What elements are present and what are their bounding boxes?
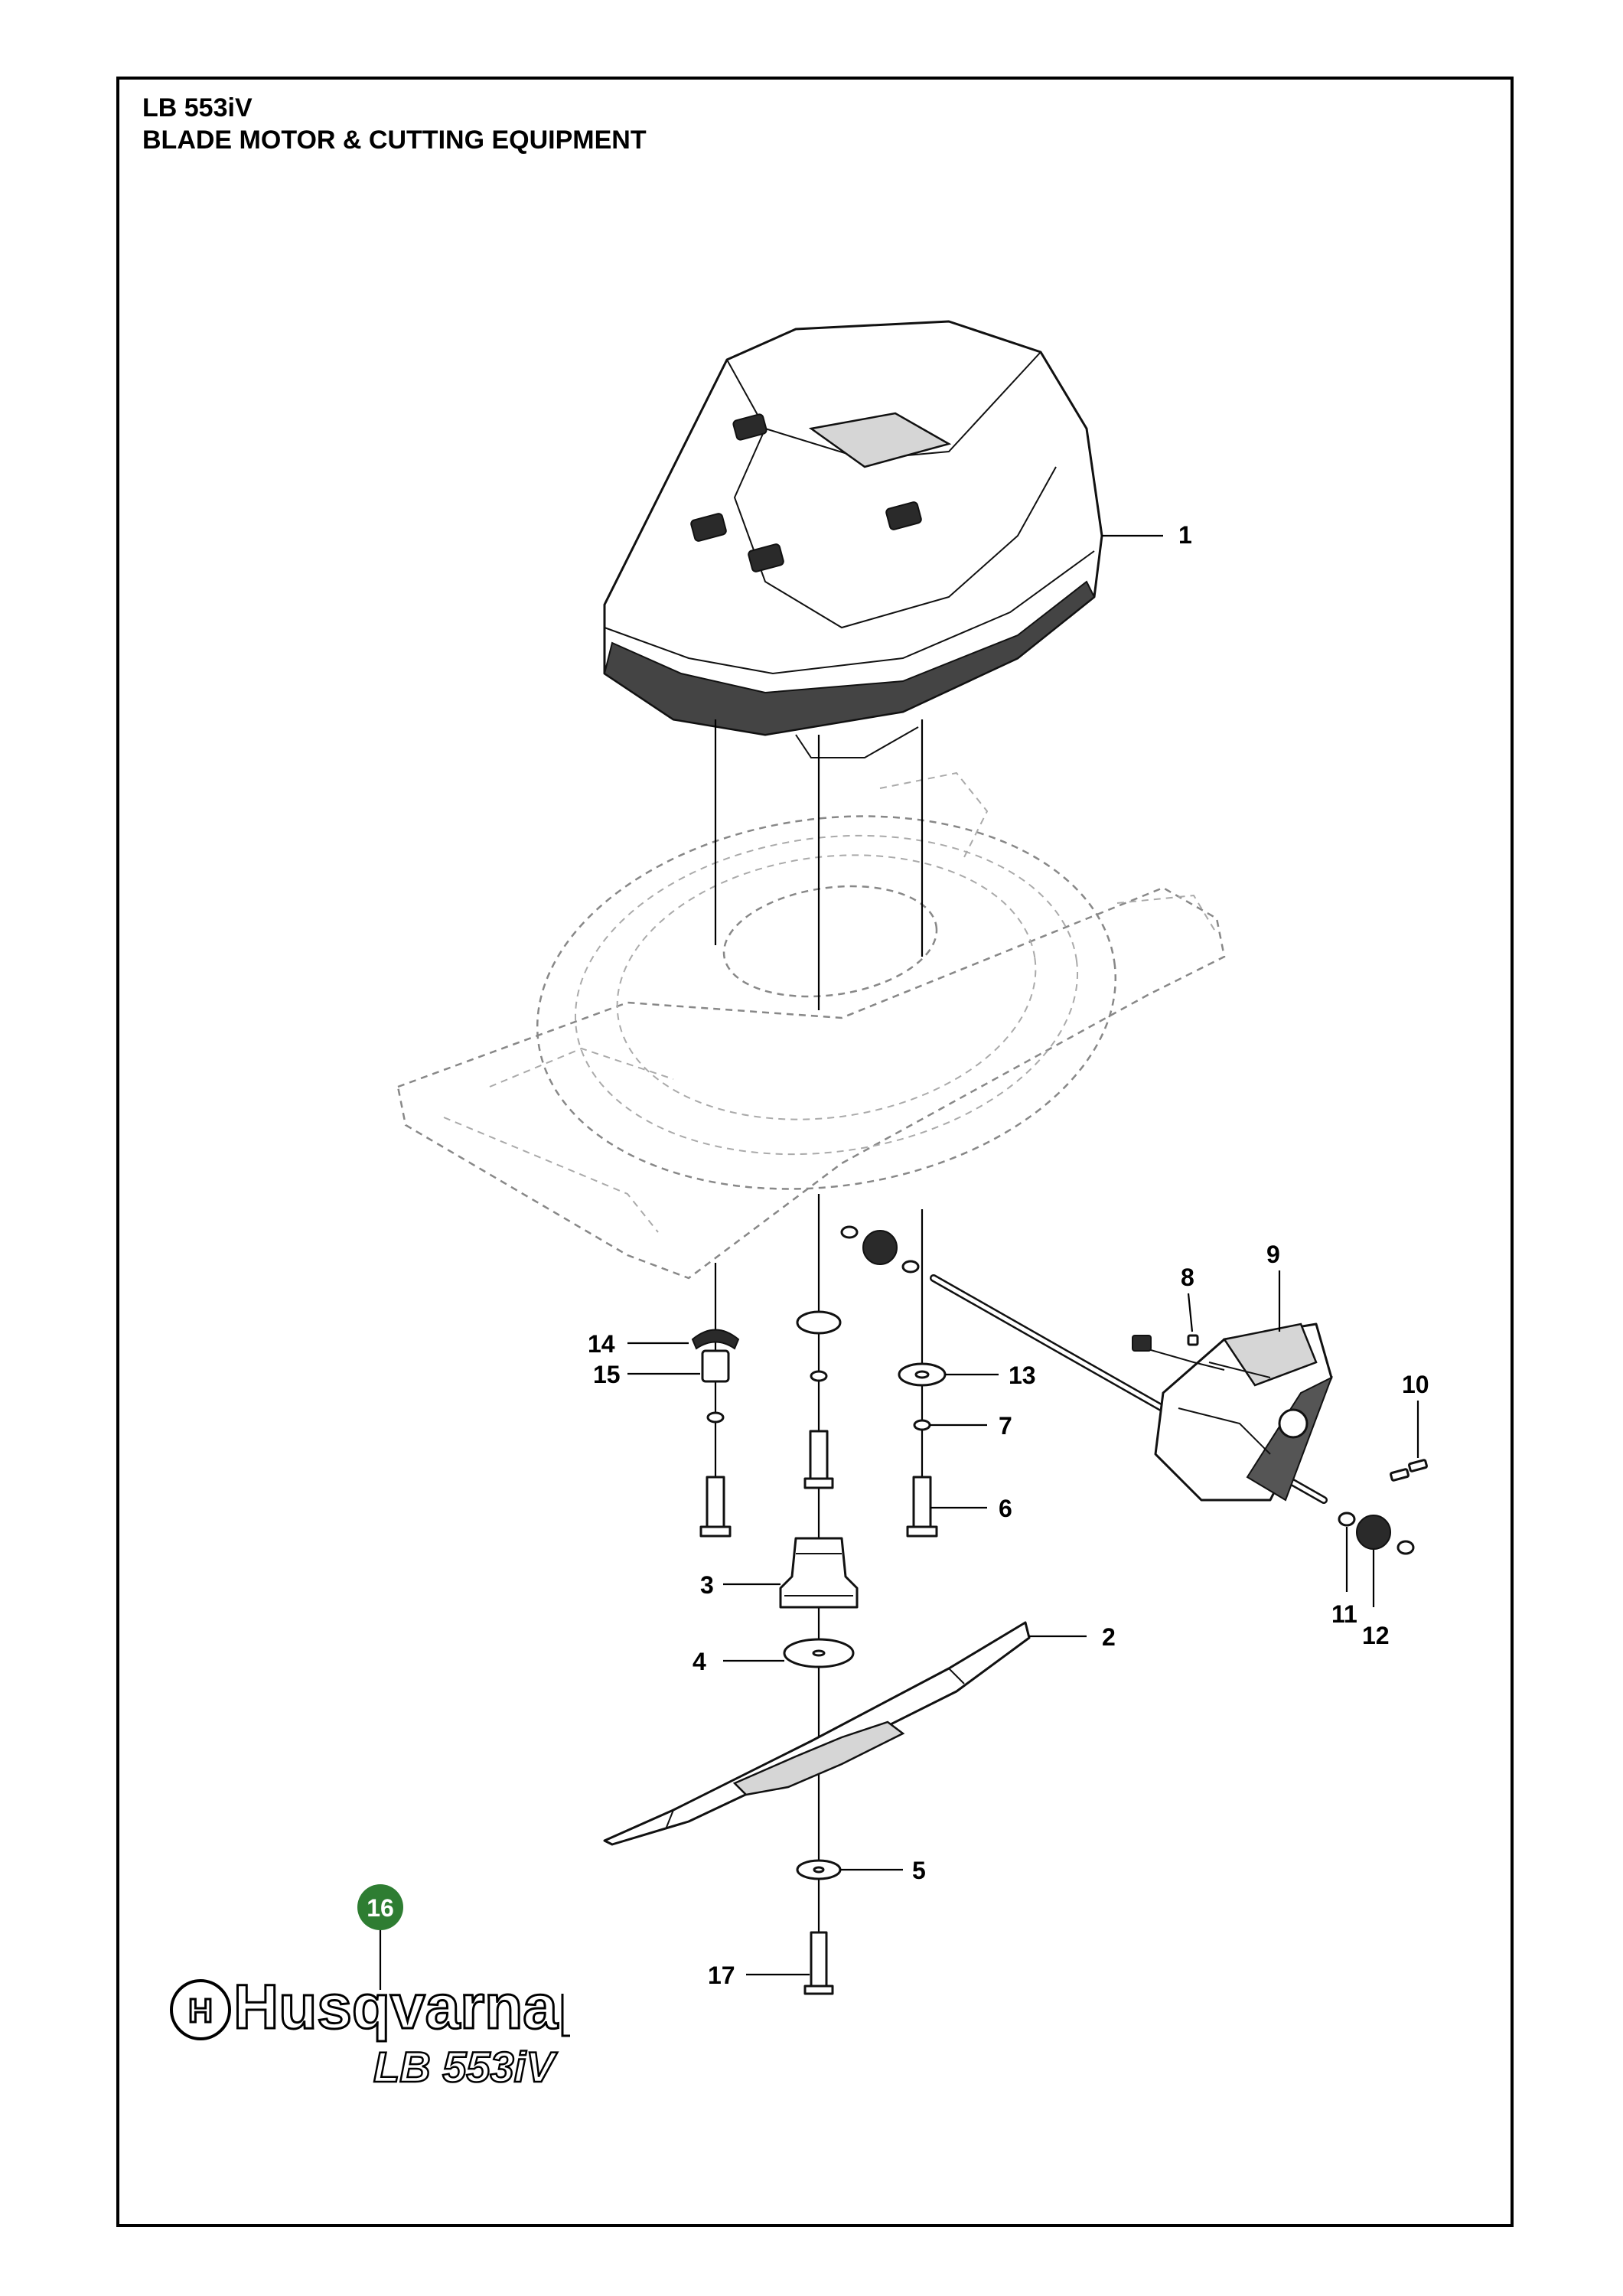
callout-12: 12	[1362, 1622, 1390, 1649]
callout-7: 7	[999, 1412, 1012, 1440]
page-border	[116, 77, 1514, 2227]
callout-6: 6	[999, 1495, 1012, 1522]
decal-brand: Husqvarna	[233, 1972, 559, 2042]
right-stack	[898, 1362, 947, 1538]
callout-16-badge: 16	[357, 1884, 403, 1930]
callout-4: 4	[693, 1648, 706, 1675]
callout-17: 17	[708, 1962, 735, 1989]
decal-model: LB 553iV	[373, 2043, 558, 2091]
callout-5: 5	[912, 1857, 926, 1884]
callout-2: 2	[1102, 1623, 1116, 1651]
section-title: BLADE MOTOR & CUTTING EQUIPMENT	[142, 126, 647, 155]
callout-10: 10	[1402, 1371, 1429, 1398]
callout-numbers: 1 2 3 4 5 6 7 8 9 10 11 12 13 14 15 17	[588, 521, 1429, 1989]
model-title: LB 553iV	[142, 93, 253, 122]
svg-text:H: H	[188, 1992, 213, 2030]
callout-11: 11	[1331, 1600, 1357, 1628]
callout-1: 1	[1178, 521, 1192, 549]
callout-8: 8	[1181, 1264, 1194, 1291]
callout-16: 16	[367, 1894, 394, 1922]
center-stack	[603, 1310, 1031, 1995]
husqvarna-decal: H Husqvarna LB 553iV	[170, 1971, 570, 2092]
callout-9: 9	[1266, 1241, 1280, 1268]
callout-15: 15	[593, 1361, 621, 1388]
motor-cover	[603, 320, 1103, 758]
callout-3: 3	[700, 1571, 714, 1599]
callout-13: 13	[1009, 1362, 1036, 1389]
husqvarna-crown-logo	[170, 1979, 231, 2040]
callout-14: 14	[588, 1330, 615, 1358]
gear-shaft-motor	[840, 1225, 1428, 1555]
mower-deck-outline	[396, 771, 1226, 1280]
sleeve-part-14-15	[691, 1329, 740, 1538]
